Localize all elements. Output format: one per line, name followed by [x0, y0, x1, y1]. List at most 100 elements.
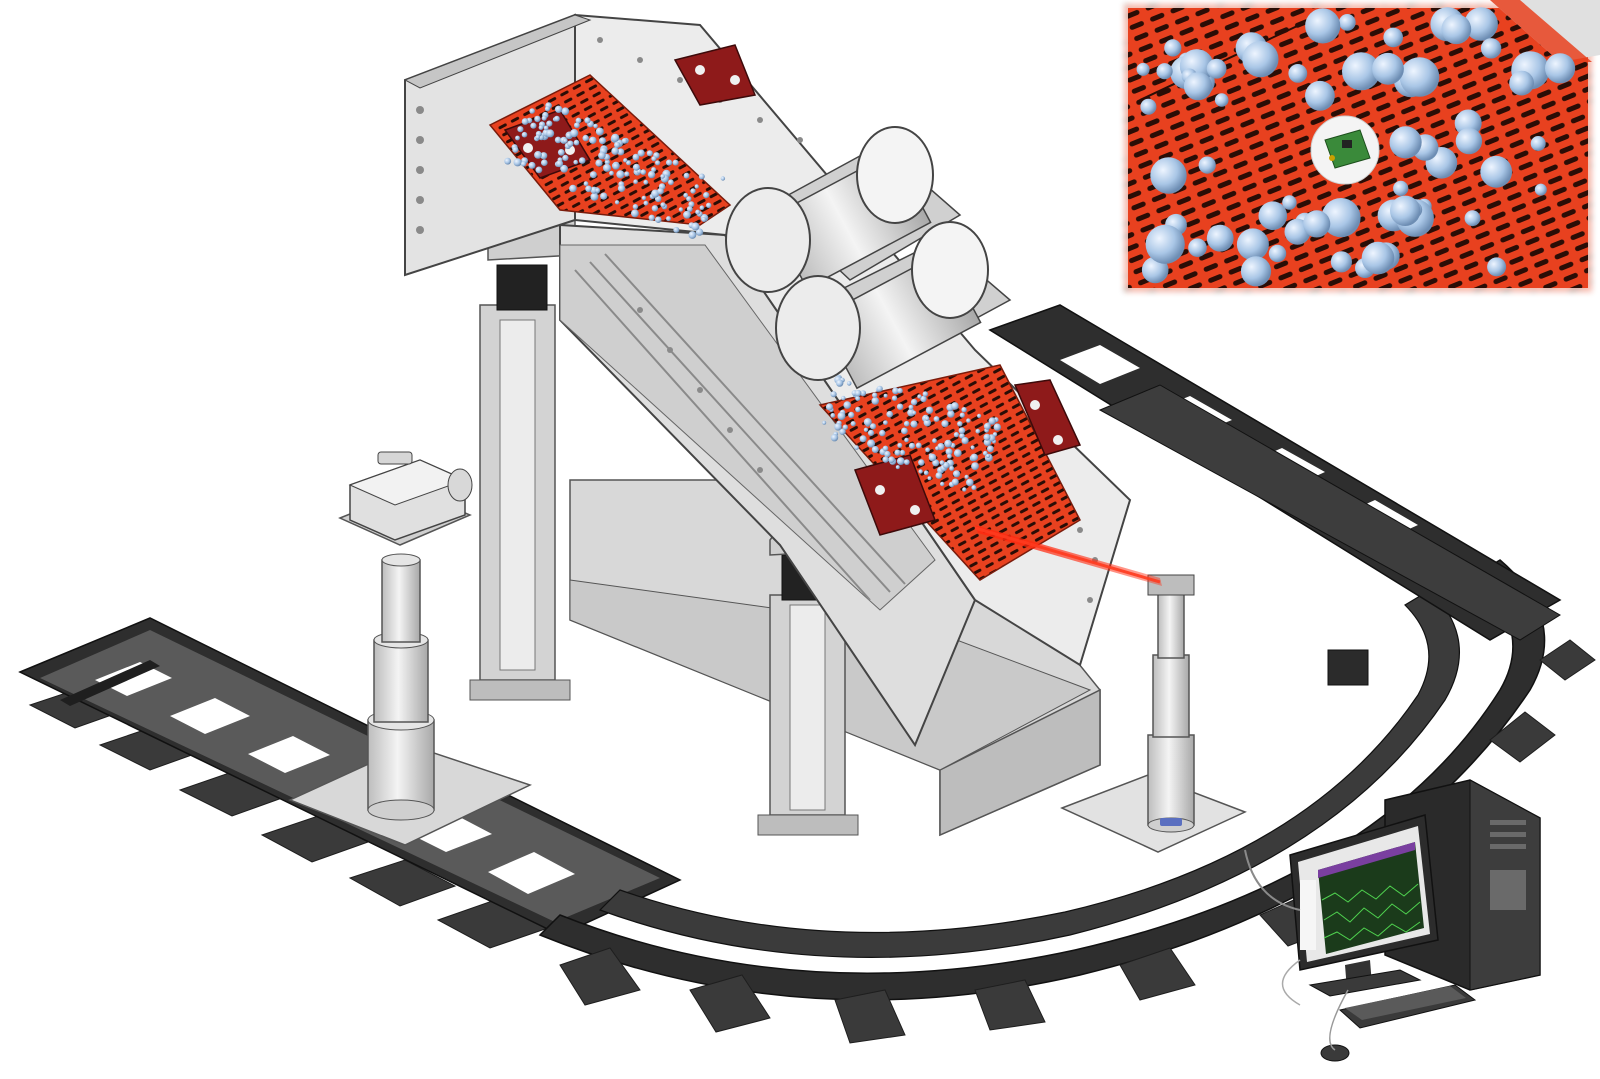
particle	[1464, 210, 1481, 227]
particle	[517, 126, 524, 133]
particle	[720, 176, 726, 181]
particle	[631, 209, 639, 218]
particle	[918, 459, 925, 466]
particle	[1383, 27, 1403, 48]
particle	[521, 118, 529, 125]
particle	[896, 403, 904, 410]
particle	[541, 115, 547, 121]
particle	[651, 205, 659, 212]
particle	[988, 417, 996, 425]
particle	[666, 159, 673, 166]
particle	[825, 403, 834, 411]
particle	[942, 461, 950, 469]
particle	[595, 159, 603, 167]
computer-icon	[1244, 779, 1541, 1062]
smart-particle-icon	[1310, 115, 1380, 185]
particle	[686, 196, 692, 202]
particle	[959, 412, 965, 418]
particle	[859, 435, 867, 443]
particle	[1464, 7, 1498, 41]
particle	[691, 222, 700, 231]
particle	[1206, 58, 1227, 79]
particle	[922, 391, 928, 397]
particle	[660, 202, 666, 208]
particle	[698, 173, 705, 180]
particle	[1390, 195, 1421, 226]
particle	[882, 445, 889, 452]
particle	[895, 465, 900, 470]
particle	[1534, 183, 1547, 196]
particle	[648, 214, 655, 221]
particle	[668, 179, 674, 186]
particle	[626, 160, 631, 166]
particle	[690, 188, 696, 194]
particle	[556, 160, 564, 168]
particle	[891, 395, 898, 401]
particle	[1338, 14, 1356, 31]
particle	[621, 138, 628, 144]
particle	[925, 447, 930, 453]
particle	[595, 188, 600, 193]
particle	[863, 427, 869, 432]
particle	[836, 379, 844, 387]
particle	[1372, 52, 1404, 85]
particle	[637, 149, 645, 157]
particle	[1342, 52, 1381, 91]
particle	[683, 210, 691, 219]
particle	[867, 439, 876, 448]
particle	[1545, 53, 1576, 84]
particle	[590, 192, 599, 201]
particle	[1282, 195, 1297, 210]
particle	[646, 150, 653, 157]
particle	[706, 202, 712, 208]
smart-particle-inset	[1118, 0, 1600, 300]
particle	[1389, 126, 1422, 159]
particle	[1188, 238, 1207, 257]
particle	[643, 179, 649, 185]
particle	[940, 481, 945, 487]
particle	[595, 127, 604, 136]
particle	[935, 472, 943, 479]
particle	[1145, 224, 1185, 264]
particle	[1156, 63, 1173, 80]
particle	[515, 135, 520, 141]
particle	[598, 151, 606, 160]
particle	[970, 445, 975, 450]
particle	[563, 138, 568, 144]
particle	[688, 231, 697, 239]
particle	[903, 459, 910, 465]
particle	[850, 421, 856, 427]
particle	[683, 192, 689, 198]
particle	[897, 442, 903, 448]
particle	[633, 179, 638, 184]
particle	[1258, 201, 1288, 230]
particle	[1441, 14, 1472, 45]
particle	[896, 457, 905, 465]
particle	[848, 411, 855, 418]
particle	[554, 105, 563, 114]
particle	[554, 115, 560, 122]
particle	[1509, 70, 1534, 96]
particle	[657, 187, 664, 195]
particle	[599, 137, 606, 145]
particle	[590, 186, 598, 194]
particle	[574, 122, 580, 129]
particle	[513, 158, 522, 167]
particle	[1242, 41, 1279, 78]
particle	[567, 140, 574, 147]
particle	[1140, 98, 1157, 115]
particle	[904, 437, 909, 443]
particle	[867, 429, 875, 436]
particle	[1183, 72, 1213, 101]
particle	[837, 412, 846, 420]
particle	[883, 393, 888, 398]
particle	[655, 216, 662, 223]
particle	[970, 453, 978, 461]
particle	[860, 390, 867, 397]
particle	[575, 117, 582, 124]
particle	[855, 406, 861, 413]
particle	[583, 181, 589, 187]
particle	[912, 410, 917, 415]
particle	[1393, 180, 1409, 196]
